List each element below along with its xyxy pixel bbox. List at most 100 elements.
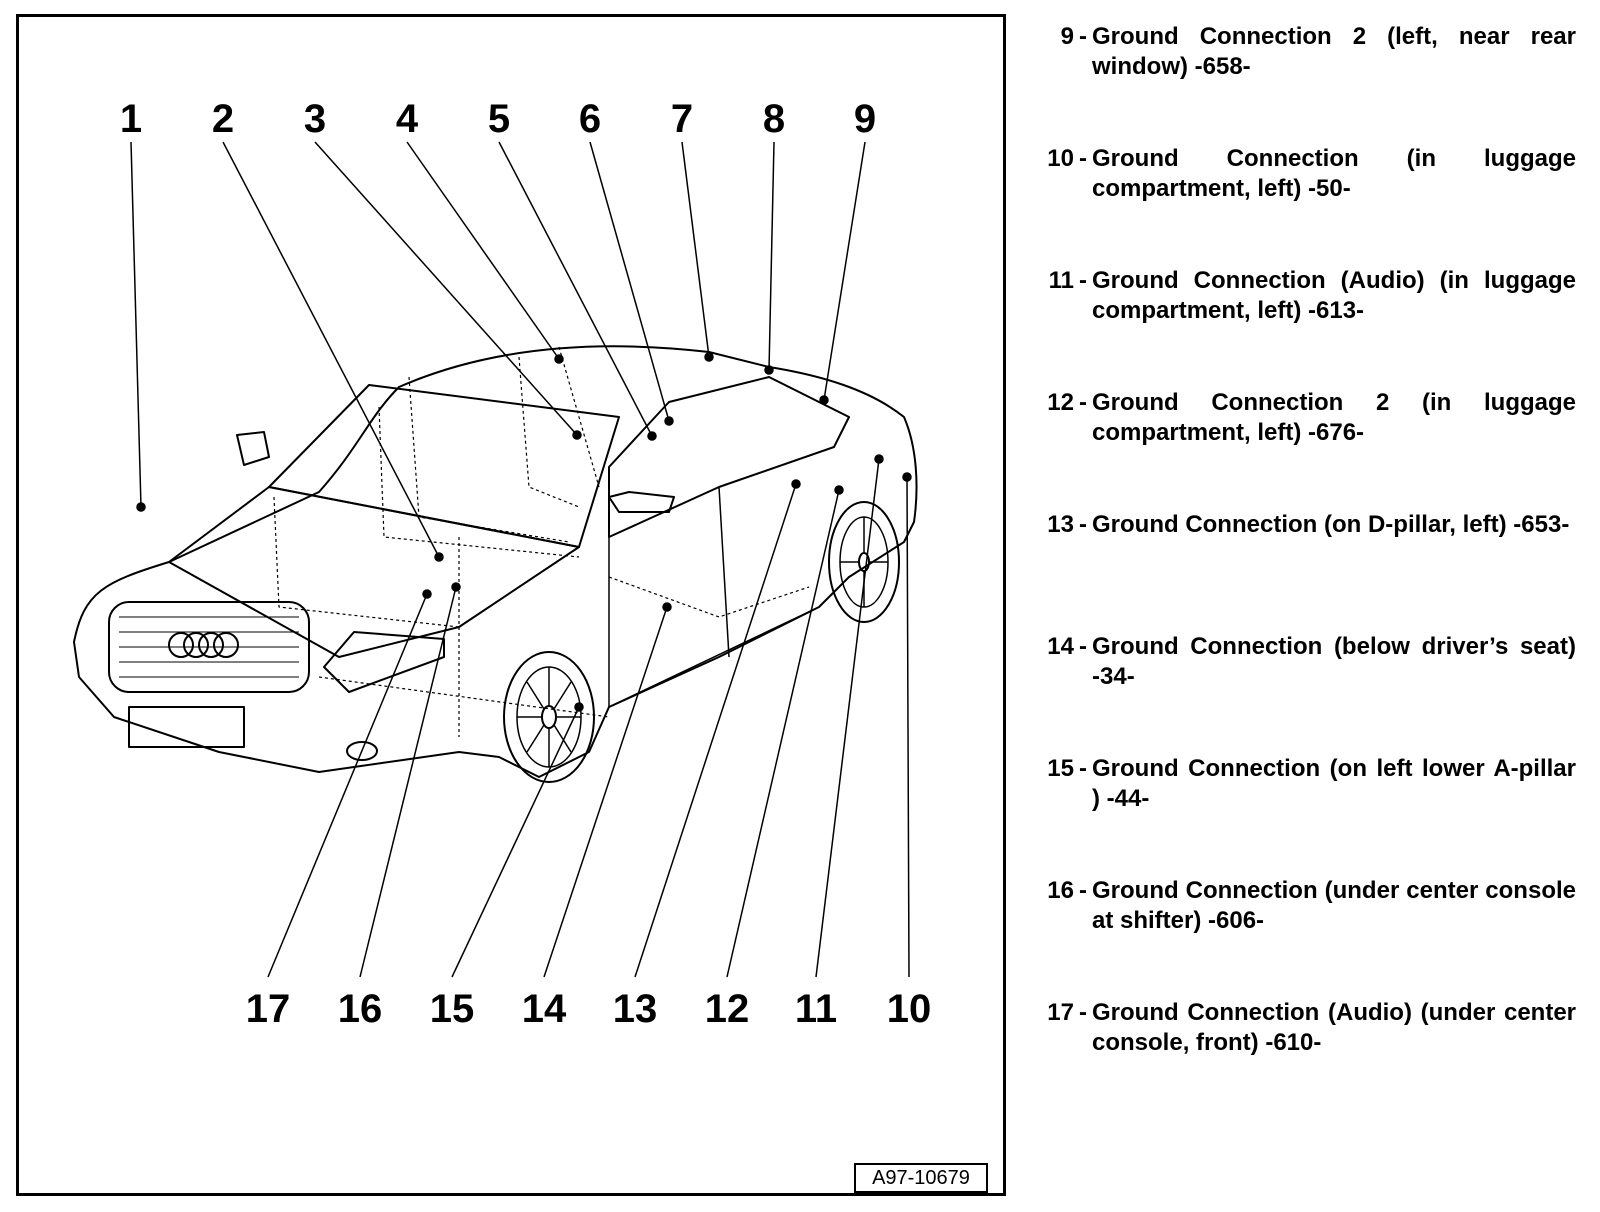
callout-leader-line — [906, 476, 910, 978]
callout-number: 13 — [613, 987, 658, 1031]
callout-leader-line — [406, 141, 560, 360]
legend-number: 10 — [1047, 145, 1074, 172]
legend-item: 9-Ground Connection 2 (left, near rear w… — [1016, 22, 1576, 144]
legend-text: Ground Connection 2 (in luggage compartm… — [1092, 389, 1576, 446]
ground-point-dot — [902, 472, 912, 482]
callout-leader-line — [815, 458, 880, 978]
ground-point-dot — [662, 602, 672, 612]
callout-number: 14 — [522, 987, 567, 1031]
legend-dash: - — [1079, 145, 1087, 172]
figure-id: A97-10679 — [872, 1167, 970, 1189]
callout-number: 12 — [705, 987, 750, 1031]
car-roof — [268, 384, 620, 548]
callout-number: 11 — [795, 987, 837, 1031]
legend-item: 12-Ground Connection 2 (in luggage compa… — [1016, 388, 1576, 510]
callout-leader-line — [222, 141, 440, 558]
legend-dash: - — [1079, 389, 1087, 416]
ground-point-dot — [434, 552, 444, 562]
callout-number: 10 — [887, 987, 932, 1031]
callout-leader-line — [823, 141, 866, 401]
legend-text: Ground Connection (on left lower A-pilla… — [1092, 755, 1576, 812]
car-license-plate — [128, 706, 245, 748]
callout-number: 3 — [304, 97, 326, 141]
legend-number: 13 — [1047, 511, 1074, 538]
legend-number: 16 — [1047, 877, 1074, 904]
callout-leader-line — [543, 606, 668, 978]
ground-point-dot — [819, 395, 829, 405]
ground-point-dot — [554, 354, 564, 364]
callout-number: 17 — [246, 987, 291, 1031]
car-grille — [108, 601, 310, 693]
ground-point-dot — [874, 454, 884, 464]
legend-number: 15 — [1047, 755, 1074, 782]
legend-item: 11-Ground Connection (Audio) (in luggage… — [1016, 266, 1576, 388]
legend-text: Ground Connection (in luggage compartmen… — [1092, 145, 1576, 202]
legend-item: 16-Ground Connection (under center conso… — [1016, 876, 1576, 998]
callout-leader-line — [498, 141, 653, 437]
legend-item: 15-Ground Connection (on left lower A-pi… — [1016, 754, 1576, 876]
callout-leader-line — [451, 706, 580, 978]
legend-dash: - — [1079, 755, 1087, 782]
ground-point-dot — [136, 502, 146, 512]
ground-point-dot — [647, 431, 657, 441]
legend-number: 17 — [1047, 999, 1074, 1026]
legend-dash: - — [1079, 511, 1087, 538]
legend-list: 9-Ground Connection 2 (left, near rear w… — [1016, 22, 1576, 1120]
callout-number: 1 — [120, 97, 142, 141]
callout-leader-line — [681, 141, 710, 358]
legend-item: 13-Ground Connection (on D-pillar, left)… — [1016, 510, 1576, 632]
ground-point-dot — [574, 702, 584, 712]
callout-number: 9 — [854, 97, 876, 141]
callout-leader-line — [267, 593, 428, 978]
legend-number: 9 — [1060, 23, 1074, 50]
callout-number: 2 — [212, 97, 234, 141]
legend-text: Ground Connection (on D-pillar, left) -6… — [1092, 511, 1570, 538]
callout-leader-line — [726, 489, 840, 978]
legend-text: Ground Connection (under center console … — [1092, 877, 1576, 934]
car-side-windows — [608, 376, 850, 538]
legend-dash: - — [1079, 267, 1087, 294]
ground-point-dot — [791, 479, 801, 489]
legend-dash: - — [1079, 999, 1087, 1026]
ground-point-dot — [704, 352, 714, 362]
legend-item: 14-Ground Connection (below driver’s sea… — [1016, 632, 1576, 754]
callout-leader-line — [314, 141, 578, 436]
callout-leader-line — [589, 141, 670, 422]
callout-leaders — [130, 141, 912, 978]
ground-point-dot — [834, 485, 844, 495]
callout-number: 15 — [430, 987, 475, 1031]
callout-leader-line — [634, 483, 797, 978]
ground-point-dot — [764, 365, 774, 375]
ground-point-dot — [451, 582, 461, 592]
legend-dash: - — [1079, 23, 1087, 50]
callout-number: 8 — [763, 97, 785, 141]
callout-number: 16 — [338, 987, 383, 1031]
callout-number: 7 — [671, 97, 693, 141]
legend-text: Ground Connection (Audio) (under center … — [1092, 999, 1576, 1056]
car-body-outline — [73, 345, 918, 778]
legend-number: 12 — [1047, 389, 1074, 416]
callout-number: 4 — [396, 97, 419, 141]
legend-item: 17-Ground Connection (Audio) (under cent… — [1016, 998, 1576, 1120]
legend-text: Ground Connection (Audio) (in luggage co… — [1092, 267, 1576, 324]
callout-leader-line — [768, 141, 775, 371]
legend-number: 14 — [1047, 633, 1074, 660]
callout-number: 6 — [579, 97, 601, 141]
ground-point-dot — [664, 416, 674, 426]
legend-dash: - — [1079, 877, 1087, 904]
legend-text: Ground Connection 2 (left, near rear win… — [1092, 23, 1576, 80]
ground-point-dot — [572, 430, 582, 440]
car-headlight — [323, 631, 445, 693]
legend-text: Ground Connection (below driver’s seat) … — [1092, 633, 1576, 690]
legend-item: 10-Ground Connection (in luggage compart… — [1016, 144, 1576, 266]
figure-id-box: A97-10679 — [854, 1163, 988, 1193]
car-rear-wheel — [828, 501, 900, 623]
legend-dash: - — [1079, 633, 1087, 660]
car-hood-line — [168, 486, 580, 658]
callout-leader-line — [130, 141, 142, 508]
callout-number: 5 — [488, 97, 510, 141]
callout-leader-line — [359, 586, 457, 978]
